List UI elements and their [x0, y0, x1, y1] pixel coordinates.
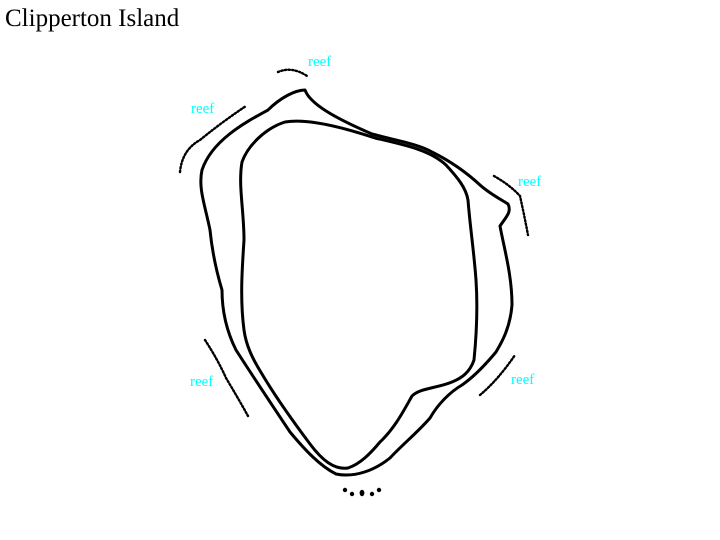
reef-marks-north: [276, 68, 309, 78]
map-title: Clipperton Island: [5, 5, 180, 32]
reef-marks-southwest: [203, 338, 250, 418]
reef-marks-east: [492, 174, 530, 237]
outer-coastline: [199, 88, 514, 477]
rock-dots: [342, 487, 382, 497]
reef-label-southwest: reef: [190, 374, 213, 390]
reef-label-northwest: reef: [191, 101, 214, 117]
reef-label-north: reef: [308, 54, 331, 70]
reef-marks-northwest: [178, 104, 248, 174]
lagoon-shoreline: [239, 119, 479, 470]
reef-marks-southeast: [478, 353, 517, 397]
reef-label-southeast: reef: [511, 372, 534, 388]
reef-label-east: reef: [518, 174, 541, 190]
